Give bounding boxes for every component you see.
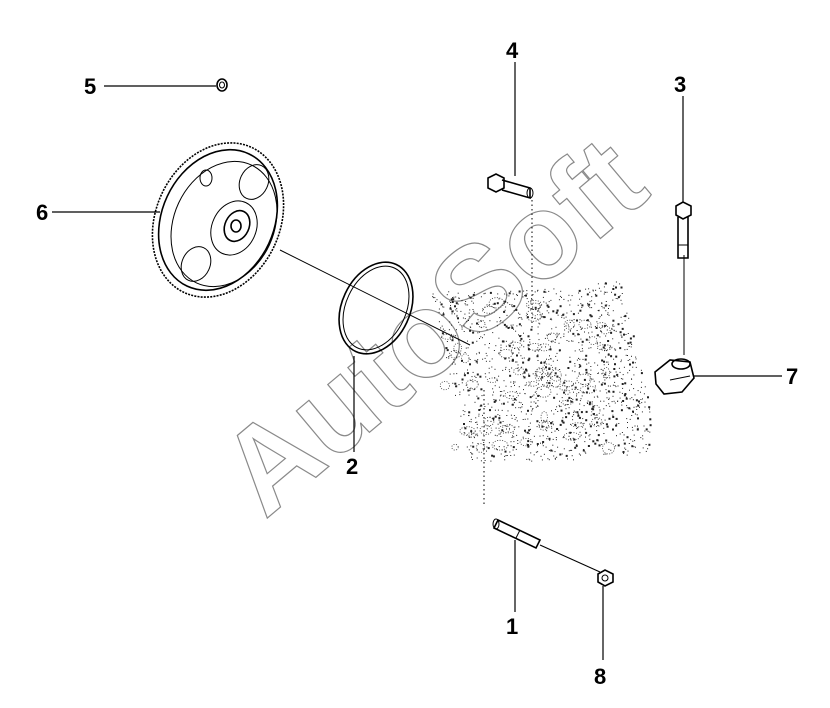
alignment-line-8 bbox=[539, 544, 601, 573]
callout-4: 4 bbox=[506, 38, 519, 63]
nut-part bbox=[597, 569, 614, 587]
leader-lines bbox=[52, 62, 782, 660]
callout-8: 8 bbox=[594, 664, 606, 689]
bracket-part bbox=[654, 358, 695, 395]
callout-7: 7 bbox=[786, 364, 798, 389]
pin-part bbox=[492, 518, 542, 550]
callout-2: 2 bbox=[346, 454, 358, 479]
gasket-ring-part bbox=[338, 261, 414, 355]
callout-5: 5 bbox=[84, 74, 96, 99]
bolt-part-4 bbox=[487, 173, 534, 200]
washer-part bbox=[216, 78, 228, 92]
bolt-part-3 bbox=[675, 201, 692, 259]
gear-part bbox=[151, 142, 285, 298]
engine-block-illustration bbox=[432, 281, 652, 462]
callout-1: 1 bbox=[506, 614, 518, 639]
callout-3: 3 bbox=[674, 72, 686, 97]
callout-6: 6 bbox=[36, 200, 48, 225]
alignment-line-gear bbox=[279, 249, 471, 346]
